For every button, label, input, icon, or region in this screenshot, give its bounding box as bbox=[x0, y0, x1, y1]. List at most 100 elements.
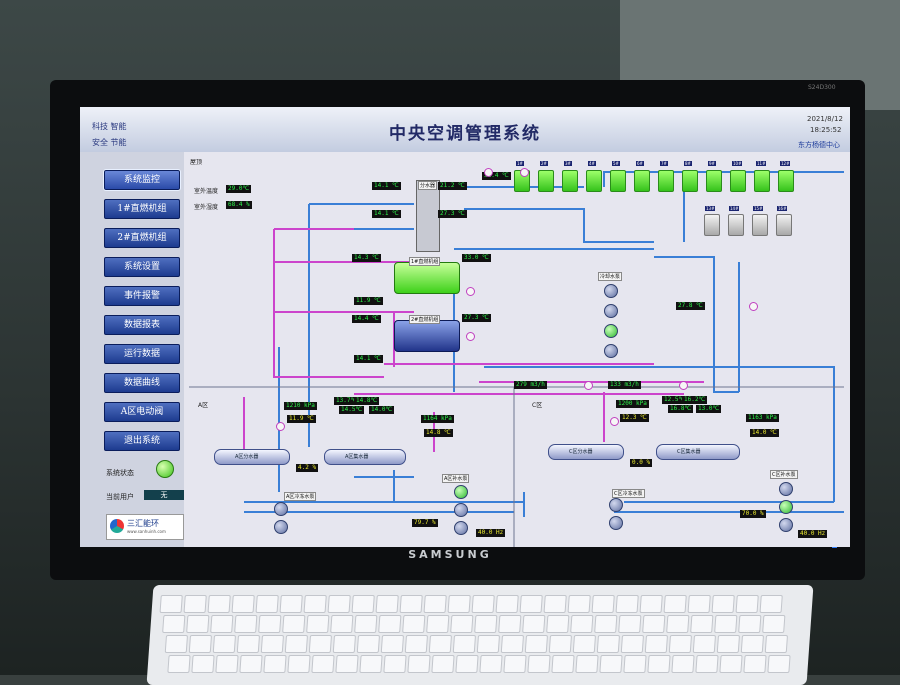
nav-data-report[interactable]: 数据报表 bbox=[104, 315, 180, 335]
cooling-tower[interactable] bbox=[704, 214, 720, 236]
keyboard-key[interactable] bbox=[599, 655, 623, 673]
keyboard-key[interactable] bbox=[207, 595, 231, 613]
cooling-tower[interactable] bbox=[730, 170, 746, 192]
keyboard-key[interactable] bbox=[519, 595, 543, 613]
keyboard-key[interactable] bbox=[212, 635, 236, 653]
keyboard-key[interactable] bbox=[306, 615, 330, 633]
keyboard-key[interactable] bbox=[455, 655, 479, 673]
cooling-tower[interactable] bbox=[634, 170, 650, 192]
nav-data-curve[interactable]: 数据曲线 bbox=[104, 373, 180, 393]
valve-icon[interactable] bbox=[520, 168, 529, 177]
keyboard-key[interactable] bbox=[594, 615, 618, 633]
keyboard-key[interactable] bbox=[644, 635, 668, 653]
keyboard-key[interactable] bbox=[164, 635, 188, 653]
keyboard-key[interactable] bbox=[570, 615, 594, 633]
keyboard-key[interactable] bbox=[215, 655, 239, 673]
zone-a-pump-4[interactable] bbox=[454, 503, 468, 517]
keyboard-key[interactable] bbox=[258, 615, 282, 633]
cooling-tower[interactable] bbox=[658, 170, 674, 192]
nav-run-data[interactable]: 运行数据 bbox=[104, 344, 180, 364]
keyboard-key[interactable] bbox=[548, 635, 572, 653]
cooling-tower[interactable] bbox=[562, 170, 578, 192]
keyboard-key[interactable] bbox=[668, 635, 692, 653]
keyboard-key[interactable] bbox=[236, 635, 260, 653]
keyboard-key[interactable] bbox=[359, 655, 383, 673]
keyboard-key[interactable] bbox=[738, 615, 762, 633]
keyboard-key[interactable] bbox=[692, 635, 716, 653]
keyboard-key[interactable] bbox=[354, 615, 378, 633]
keyboard-key[interactable] bbox=[495, 595, 519, 613]
keyboard-key[interactable] bbox=[543, 595, 567, 613]
keyboard-key[interactable] bbox=[282, 615, 306, 633]
cooling-pump-4[interactable] bbox=[604, 344, 618, 358]
cooling-pump-2[interactable] bbox=[604, 304, 618, 318]
keyboard-key[interactable] bbox=[260, 635, 284, 653]
keyboard-key[interactable] bbox=[183, 595, 207, 613]
zone-a-pump-1[interactable] bbox=[274, 502, 288, 516]
keyboard-key[interactable] bbox=[231, 595, 255, 613]
keyboard-key[interactable] bbox=[623, 655, 647, 673]
keyboard-key[interactable] bbox=[767, 655, 791, 673]
keyboard-key[interactable] bbox=[279, 595, 303, 613]
keyboard-key[interactable] bbox=[332, 635, 356, 653]
nav-chiller-2[interactable]: 2#直燃机组 bbox=[104, 228, 180, 248]
keyboard-key[interactable] bbox=[743, 655, 767, 673]
keyboard-key[interactable] bbox=[375, 595, 399, 613]
keyboard-key[interactable] bbox=[159, 595, 183, 613]
cooling-tower[interactable] bbox=[706, 170, 722, 192]
keyboard-key[interactable] bbox=[615, 595, 639, 613]
keyboard-key[interactable] bbox=[402, 615, 426, 633]
keyboard-key[interactable] bbox=[740, 635, 764, 653]
keyboard-key[interactable] bbox=[426, 615, 450, 633]
valve-icon[interactable] bbox=[276, 422, 285, 431]
keyboard-key[interactable] bbox=[311, 655, 335, 673]
keyboard-key[interactable] bbox=[162, 615, 186, 633]
keyboard-key[interactable] bbox=[596, 635, 620, 653]
keyboard-key[interactable] bbox=[671, 655, 695, 673]
keyboard-key[interactable] bbox=[210, 615, 234, 633]
valve-icon[interactable] bbox=[749, 302, 758, 311]
keyboard-key[interactable] bbox=[759, 595, 783, 613]
keyboard-key[interactable] bbox=[191, 655, 215, 673]
keyboard-key[interactable] bbox=[255, 595, 279, 613]
nav-chiller-1[interactable]: 1#直燃机组 bbox=[104, 199, 180, 219]
keyboard-key[interactable] bbox=[618, 615, 642, 633]
keyboard-key[interactable] bbox=[303, 595, 327, 613]
cooling-tower[interactable] bbox=[754, 170, 770, 192]
nav-system-monitor[interactable]: 系统监控 bbox=[103, 169, 181, 191]
valve-icon[interactable] bbox=[610, 417, 619, 426]
keyboard-key[interactable] bbox=[407, 655, 431, 673]
keyboard-key[interactable] bbox=[567, 595, 591, 613]
zone-a-pump-3[interactable] bbox=[454, 485, 468, 499]
keyboard-key[interactable] bbox=[716, 635, 740, 653]
keyboard-key[interactable] bbox=[546, 615, 570, 633]
valve-icon[interactable] bbox=[466, 287, 475, 296]
keyboard-key[interactable] bbox=[647, 655, 671, 673]
keyboard-key[interactable] bbox=[450, 615, 474, 633]
keyboard-key[interactable] bbox=[503, 655, 527, 673]
keyboard-key[interactable] bbox=[356, 635, 380, 653]
keyboard-key[interactable] bbox=[287, 655, 311, 673]
keyboard-key[interactable] bbox=[234, 615, 258, 633]
cooling-tower[interactable] bbox=[538, 170, 554, 192]
keyboard-key[interactable] bbox=[327, 595, 351, 613]
keyboard-key[interactable] bbox=[447, 595, 471, 613]
cooling-tower[interactable] bbox=[610, 170, 626, 192]
keyboard-key[interactable] bbox=[428, 635, 452, 653]
zone-a-pump-5[interactable] bbox=[454, 521, 468, 535]
cooling-tower[interactable] bbox=[682, 170, 698, 192]
keyboard-key[interactable] bbox=[714, 615, 738, 633]
chiller-2[interactable]: 2#直燃机组 bbox=[394, 315, 460, 352]
keyboard-key[interactable] bbox=[330, 615, 354, 633]
keyboard-key[interactable] bbox=[572, 635, 596, 653]
keyboard-key[interactable] bbox=[735, 595, 759, 613]
keyboard-key[interactable] bbox=[351, 595, 375, 613]
keyboard-key[interactable] bbox=[666, 615, 690, 633]
keyboard-key[interactable] bbox=[551, 655, 575, 673]
valve-icon[interactable] bbox=[466, 332, 475, 341]
keyboard-key[interactable] bbox=[711, 595, 735, 613]
chiller-1[interactable]: 1#直燃机组 bbox=[394, 257, 460, 294]
nav-exit-system[interactable]: 退出系统 bbox=[104, 431, 180, 451]
nav-system-settings[interactable]: 系统设置 bbox=[104, 257, 180, 277]
cooling-tower[interactable] bbox=[728, 214, 744, 236]
